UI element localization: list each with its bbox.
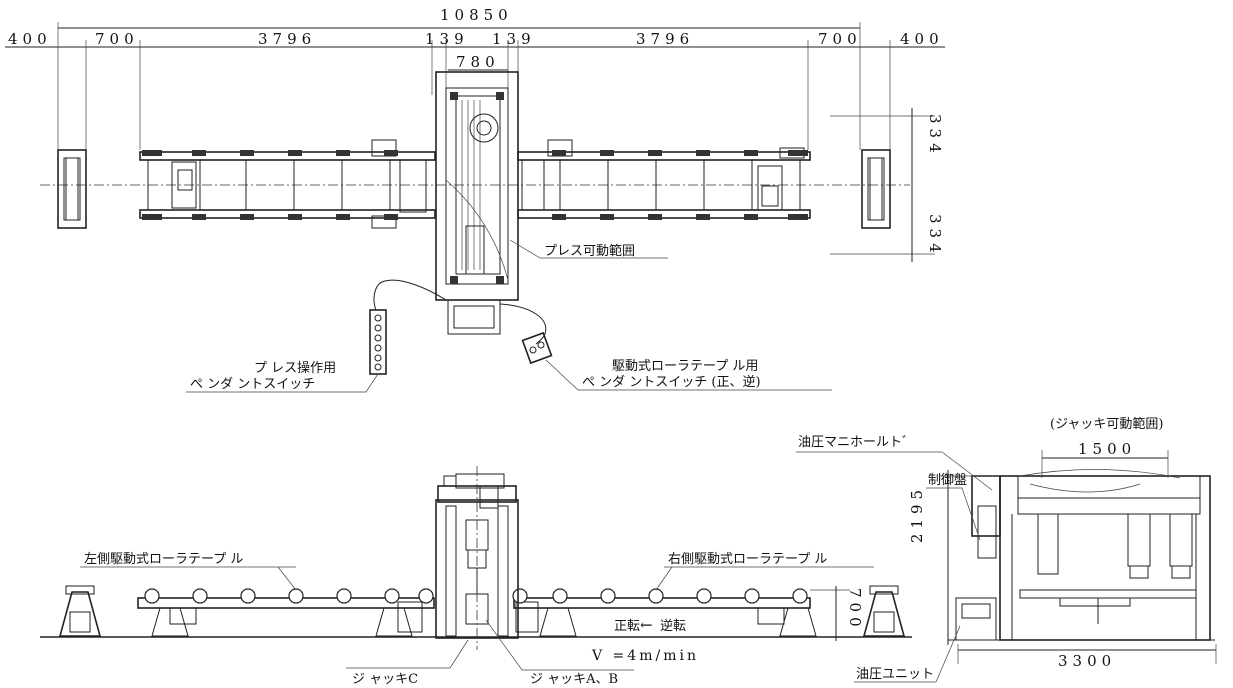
reverse-label: 逆転 xyxy=(660,618,686,634)
elev-left-roller-table xyxy=(137,588,435,637)
dim-press-width: 780 xyxy=(456,53,500,71)
table-height-dim xyxy=(810,586,850,641)
unit-height-dim xyxy=(940,470,1000,645)
press-pendant-label-2: ぺ ンダ ントスイッチ xyxy=(190,377,315,392)
side-press-frame xyxy=(999,469,1211,641)
press-pendant-leader xyxy=(186,373,379,393)
dim-unit-bottom: 3300 xyxy=(1058,652,1116,670)
speed-label: V =4m/min xyxy=(591,648,699,664)
dim-3796-right: 3796 xyxy=(636,30,694,48)
plan-right-end-stand xyxy=(861,149,891,229)
press-range-label: プレス可動範囲 xyxy=(544,244,635,259)
dim-139-right: 139 xyxy=(492,30,536,48)
dim-total-width: 10850 xyxy=(440,6,513,24)
elev-press xyxy=(435,466,519,650)
drive-pendant-label-2: ぺ ンダ ントスイッチ (正、逆) xyxy=(582,374,761,390)
unit-bottom-dim xyxy=(957,644,1217,664)
jack-range-label: (ジャッキ可動範囲) xyxy=(1050,417,1164,432)
dim-3796-left: 3796 xyxy=(258,30,316,48)
plan-press xyxy=(435,71,519,335)
drive-pendant-leader xyxy=(545,359,832,391)
dim-table-height: 700 xyxy=(846,588,864,632)
dim-400-left: 400 xyxy=(8,30,52,48)
dim-unit-top: 1500 xyxy=(1078,440,1136,458)
right-table-leader xyxy=(655,566,673,591)
manifold-leader xyxy=(941,451,993,491)
press-pendant-label-1: プ レス操作用 xyxy=(254,360,336,376)
dim-700-right: 700 xyxy=(818,30,862,48)
elev-right-roller-table xyxy=(512,588,817,637)
forward-label: 正転 xyxy=(614,619,640,634)
drive-pendant-label-1: 駆動式ローラテープ ル用 xyxy=(612,359,758,374)
drive-pendant-switch xyxy=(521,331,553,365)
plan-left-end-stand xyxy=(57,149,87,229)
dim-139-left: 139 xyxy=(425,30,469,48)
control-panel-leader xyxy=(961,487,981,541)
hydraulic-unit-label: 油圧ユニット xyxy=(856,667,934,682)
direction-arrow: ← xyxy=(640,616,653,634)
dim-334-top: 334 xyxy=(926,114,944,158)
jack-ab-leader xyxy=(485,619,634,671)
dim-334-bottom: 334 xyxy=(926,214,944,258)
elev-left-end-stand xyxy=(58,585,102,637)
press-range-leader xyxy=(509,239,541,259)
jack-c-leader xyxy=(346,639,469,669)
pendant-cables xyxy=(373,279,547,345)
jack-ab-label: ジ ャッキA、B xyxy=(530,672,618,687)
plan-right-roller-table xyxy=(517,139,811,220)
top-dimension-lines xyxy=(5,22,945,150)
side-control-panel xyxy=(955,475,1001,641)
right-table-label: 右側駆動式ローラテープ ル xyxy=(668,552,827,567)
left-table-label: 左側駆動式ローラテープ ル xyxy=(84,552,243,567)
jack-c-label: ジ ャッキC xyxy=(352,672,418,687)
dim-unit-height: 2195 xyxy=(908,485,926,543)
dim-400-right: 400 xyxy=(900,30,944,48)
control-panel-label: 制御盤 xyxy=(928,473,967,488)
dim-700-left: 700 xyxy=(95,30,139,48)
left-table-leader xyxy=(277,566,297,591)
elev-right-end-stand xyxy=(862,585,906,637)
press-pendant-switch xyxy=(369,309,387,375)
plan-left-roller-table xyxy=(139,139,436,229)
right-vertical-dims xyxy=(830,108,935,262)
manifold-label: 油圧マニホールト゛ xyxy=(798,435,915,450)
hydraulic-unit-leader xyxy=(935,625,961,683)
